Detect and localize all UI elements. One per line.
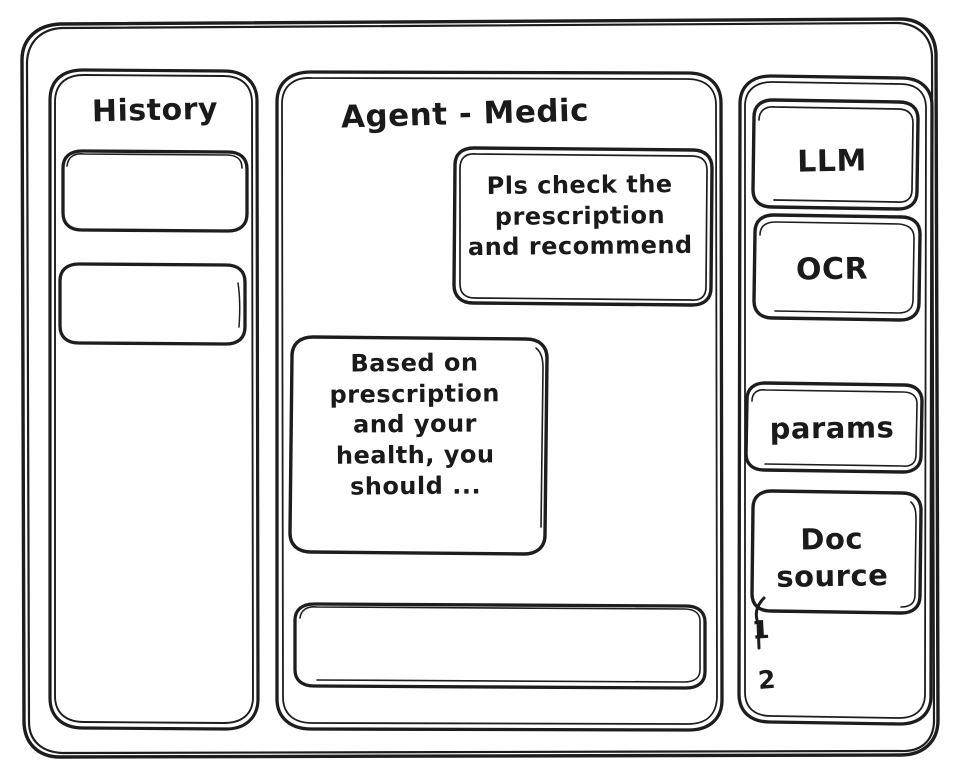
page-title: Agent - Medic: [340, 92, 590, 136]
history-item-1[interactable]: [63, 151, 247, 231]
composer-input[interactable]: [295, 604, 705, 688]
tool-button-doc-source[interactable]: [752, 491, 921, 613]
user-message-bubble: [454, 148, 712, 305]
tool-button-llm[interactable]: [753, 100, 918, 209]
history-panel-title: History: [91, 91, 219, 130]
history-item-2[interactable]: [60, 264, 245, 344]
assistant-message-bubble: [290, 337, 547, 554]
tool-button-params[interactable]: [746, 383, 922, 472]
doc-list-item-1[interactable]: [750, 610, 810, 652]
tool-button-ocr[interactable]: [754, 215, 920, 320]
doc-list-item-2[interactable]: [750, 656, 810, 700]
